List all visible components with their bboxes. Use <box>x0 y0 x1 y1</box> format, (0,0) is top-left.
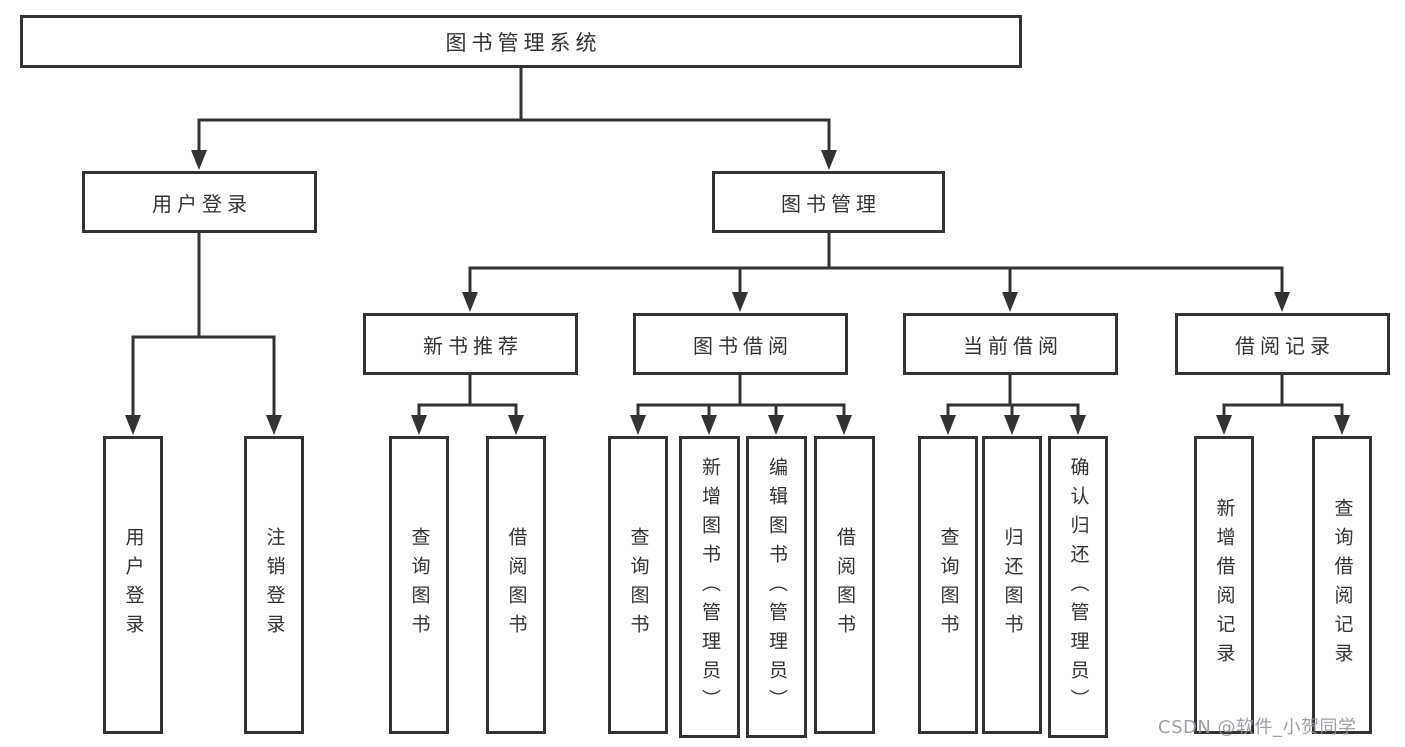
leaf-current-confirm-return-admin: 确认归还（管理员） <box>1048 436 1108 738</box>
leaf-borrow-add-books-admin: 新增图书（管理员） <box>679 436 740 738</box>
connector-recommend-to-leaves <box>417 374 518 418</box>
leaf-user-login-label: 用户登录 <box>122 527 145 643</box>
leaf-borrow-add-books-admin-label: 新增图书（管理员） <box>699 456 721 718</box>
leaf-borrow-borrow-books-label: 借阅图书 <box>834 527 856 643</box>
leaf-recommend-borrow-books: 借阅图书 <box>486 436 546 734</box>
leaf-recommend-query-books: 查询图书 <box>389 436 449 734</box>
leaf-records-add-borrow-record-label: 新增借阅记录 <box>1213 498 1236 672</box>
connector-borrow-to-leaves <box>636 374 846 418</box>
node-current-borrowing: 当前借阅 <box>903 313 1118 375</box>
leaf-recommend-borrow-books-label: 借阅图书 <box>505 527 528 643</box>
csdn-watermark: CSDN @软件_小贺同学 <box>1158 717 1357 738</box>
leaf-borrow-query-books-label: 查询图书 <box>627 527 650 643</box>
node-book-management: 图书管理 <box>712 171 945 233</box>
leaf-logout: 注销登录 <box>244 436 304 734</box>
leaf-current-query-books: 查询图书 <box>918 436 978 734</box>
connector-management-to-groups <box>468 231 1284 295</box>
connector-root-to-level2 <box>197 66 831 153</box>
leaf-borrow-edit-books-admin: 编辑图书（管理员） <box>746 436 807 738</box>
leaf-current-query-books-label: 查询图书 <box>937 527 960 643</box>
node-user-login: 用户登录 <box>82 171 317 233</box>
leaf-current-confirm-return-admin-label: 确认归还（管理员） <box>1067 456 1090 718</box>
leaf-borrow-borrow-books: 借阅图书 <box>814 436 875 734</box>
leaf-current-return-books-label: 归还图书 <box>1001 527 1024 643</box>
leaf-user-login: 用户登录 <box>103 436 163 734</box>
leaf-borrow-edit-books-admin-label: 编辑图书（管理员） <box>766 456 788 718</box>
connector-login-to-leaves <box>131 232 276 418</box>
node-library-management-system: 图书管理系统 <box>20 15 1022 68</box>
node-new-book-recommend: 新书推荐 <box>363 313 578 375</box>
leaf-records-query-borrow-record: 查询借阅记录 <box>1312 436 1372 734</box>
leaf-borrow-query-books: 查询图书 <box>608 436 668 734</box>
leaf-current-return-books: 归还图书 <box>982 436 1042 734</box>
leaf-logout-label: 注销登录 <box>263 527 286 643</box>
connector-records-to-leaves <box>1222 374 1344 418</box>
node-borrowing-records: 借阅记录 <box>1175 313 1390 375</box>
leaf-recommend-query-books-label: 查询图书 <box>408 527 431 643</box>
leaf-records-query-borrow-record-label: 查询借阅记录 <box>1331 498 1354 672</box>
node-book-borrowing: 图书借阅 <box>633 313 848 375</box>
leaf-records-add-borrow-record: 新增借阅记录 <box>1194 436 1254 734</box>
connector-current-to-leaves <box>946 374 1080 418</box>
